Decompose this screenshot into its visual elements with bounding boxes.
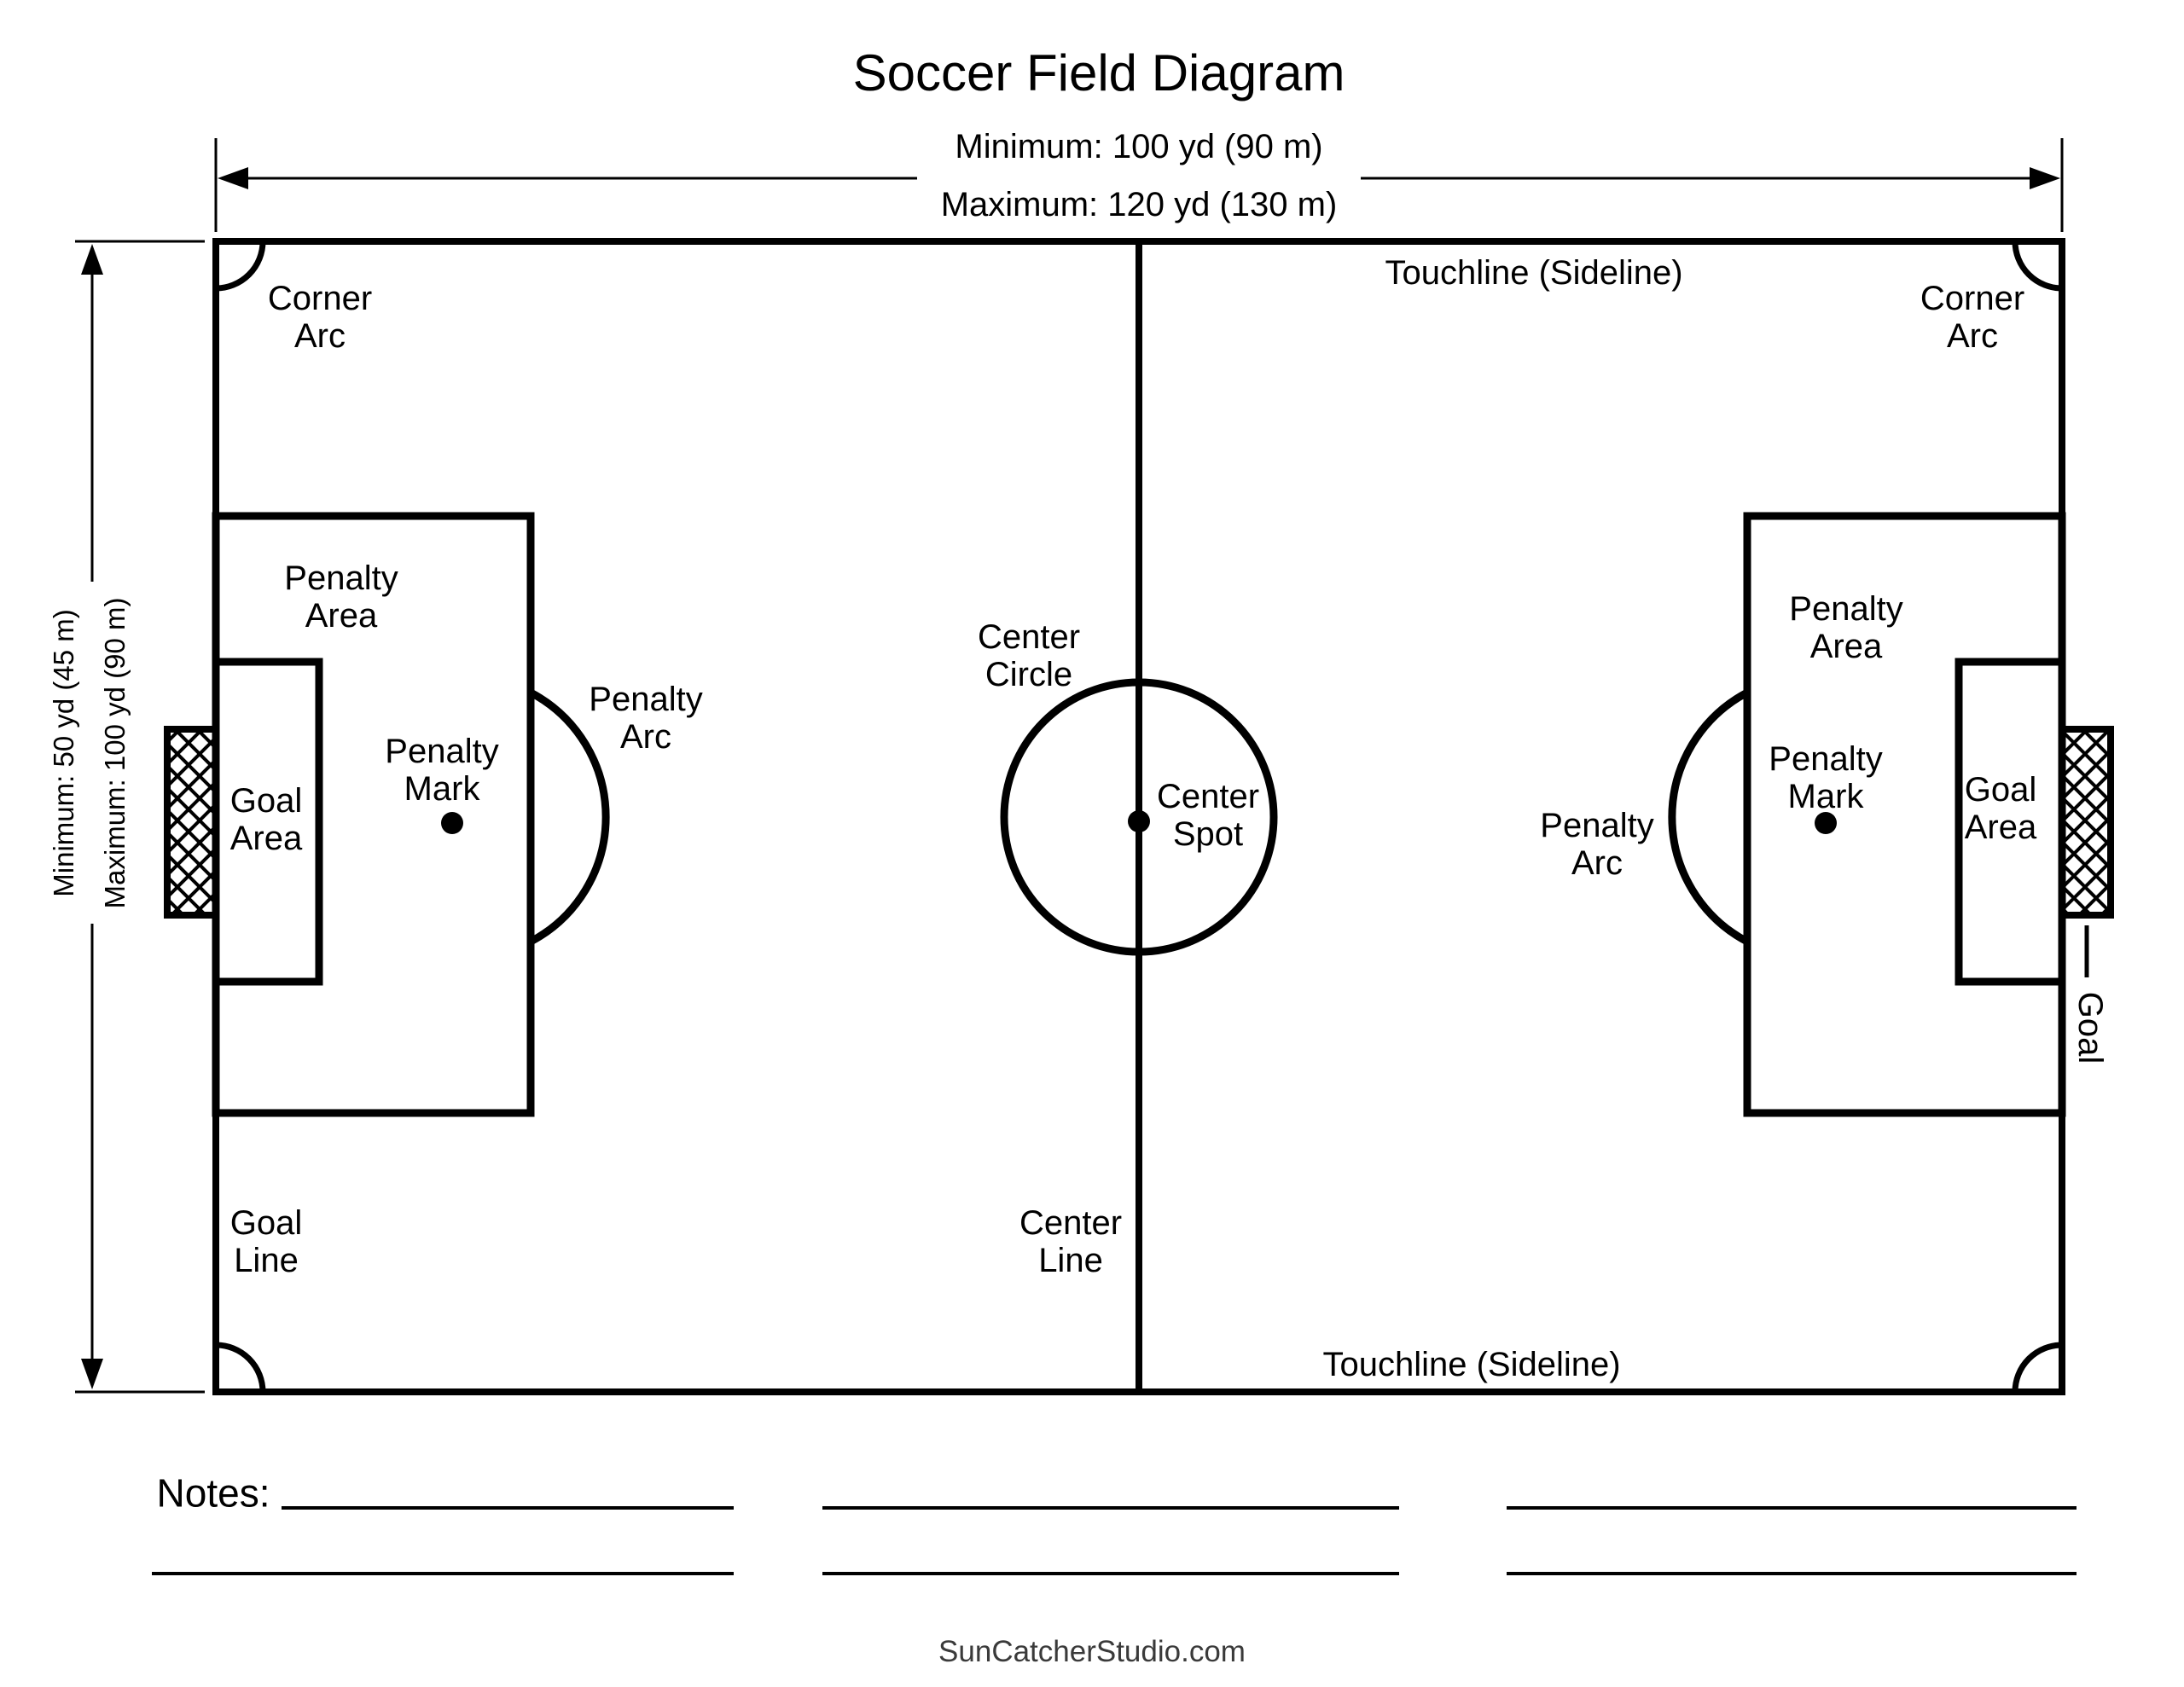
dimension-lines [75,138,2064,1394]
field-markings [212,238,2089,1395]
goal-right-crosshatch [2059,726,2114,919]
goal-left-crosshatch [164,726,219,919]
center-circle [1000,678,1278,956]
arrowhead-right-icon [2030,167,2060,189]
arrowhead-down-icon [81,1359,103,1389]
notes-lines [152,1506,2077,1575]
corner-arc-bottom-left [215,1342,266,1393]
arrowhead-left-icon [218,167,248,189]
arrowhead-up-icon [81,244,103,275]
penalty-area-left-box [212,512,535,1117]
center-spot-dot [1128,810,1150,832]
goal-area-right-box [1955,658,2066,986]
goal-area-left-box [212,658,323,986]
corner-arc-top-right [2012,241,2063,292]
dimension-arrowheads [81,167,2060,1389]
penalty-area-right-box [1743,512,2066,1117]
corner-arc-top-left [215,241,266,292]
corner-arc-bottom-right [2012,1342,2063,1393]
penalty-arc-left [528,689,610,945]
penalty-mark-left-dot [441,812,463,834]
penalty-arc-right [1668,689,1750,945]
penalty-mark-right-dot [1815,812,1837,834]
spots [441,810,1837,834]
